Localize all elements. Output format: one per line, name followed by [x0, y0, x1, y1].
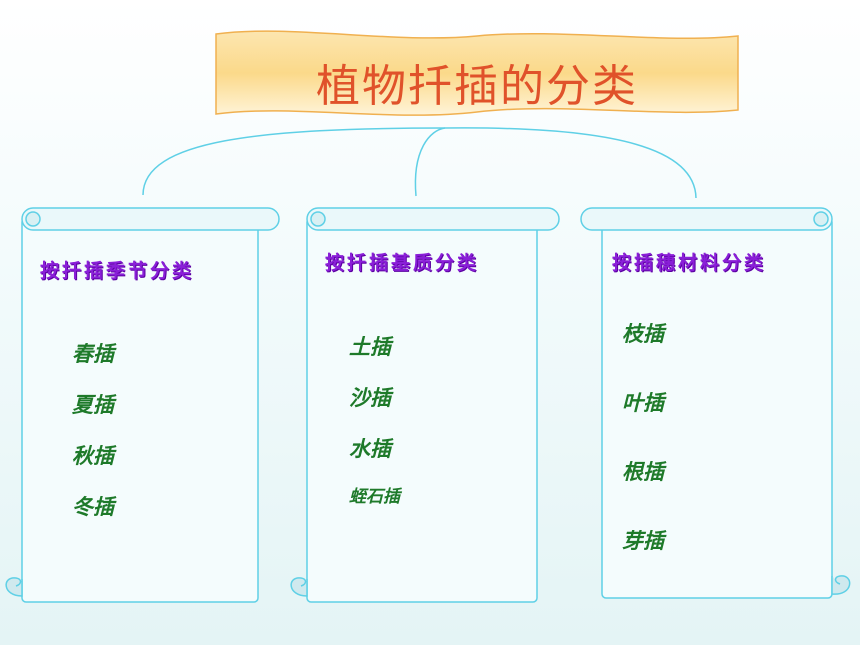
list-item: 枝插: [622, 321, 664, 346]
list-item: 叶插: [622, 390, 664, 415]
list-item: 根插: [622, 459, 664, 484]
scroll-shape: [580, 207, 851, 599]
list-item: 芽插: [622, 528, 664, 553]
list-item: 夏插: [72, 392, 114, 417]
list-item: 秋插: [72, 443, 114, 468]
scroll-material: 按插穗材料分类 枝插 叶插 根插 芽插: [578, 204, 858, 608]
list-item: 冬插: [72, 494, 114, 519]
list-item: 土插: [349, 334, 391, 359]
scroll-shape: [5, 207, 280, 603]
title-banner: [215, 30, 739, 116]
scroll-season: 按扦插季节分类 春插 夏插 秋插 冬插: [0, 204, 285, 608]
list-item: 水插: [349, 436, 391, 461]
scroll-shape: [290, 207, 560, 603]
column-heading: 按插穗材料分类: [612, 252, 767, 274]
list-item: 沙插: [349, 385, 391, 410]
scroll-medium: 按扦插基质分类 土插 沙插 水插 蛭石插: [285, 204, 565, 608]
column-heading: 按扦插季节分类: [40, 260, 195, 282]
column-heading: 按扦插基质分类: [325, 252, 480, 274]
page-title: 植物扦插的分类: [316, 61, 638, 112]
list-item: 春插: [72, 341, 114, 366]
list-item: 蛭石插: [349, 487, 400, 507]
